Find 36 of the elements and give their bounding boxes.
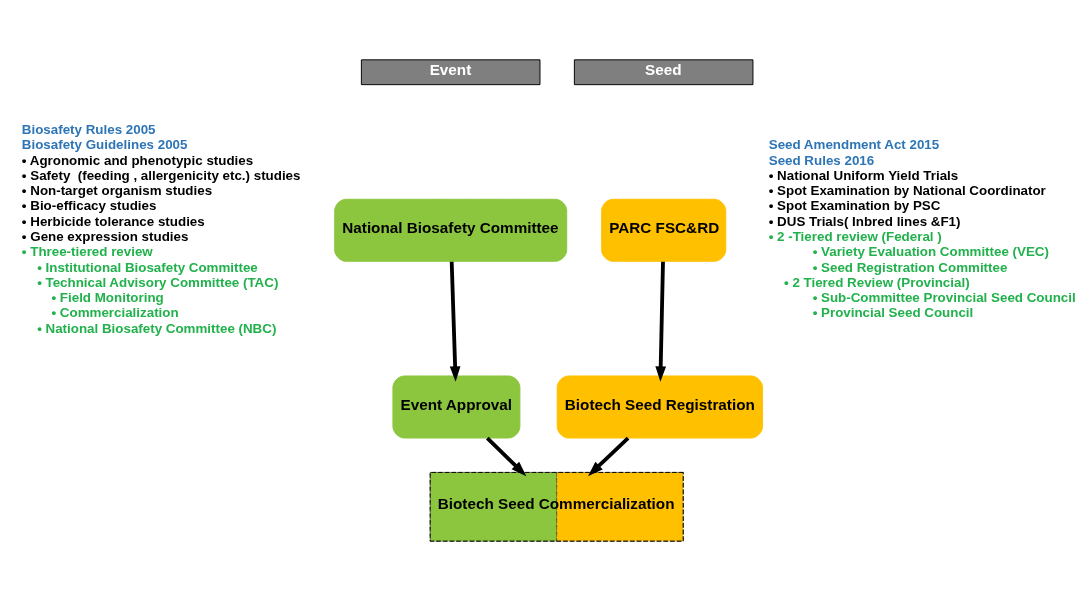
label: • Institutional Biosafety Committee: [37, 259, 258, 275]
label: • Spot Examination by National Coordinator: [768, 183, 1046, 199]
node-box: National Biosafety Committee: [334, 198, 568, 262]
node-box: Event: [360, 59, 541, 86]
node-box: Biotech Seed Registration: [556, 375, 763, 439]
label: • National Biosafety Committee (NBC): [37, 320, 277, 336]
label: • Gene expression studies: [21, 229, 189, 244]
label: • Technical Advisory Committee (TAC): [37, 274, 279, 290]
label: • Bio-efficacy studies: [21, 198, 157, 214]
label: Biosafety Rules 2005: [21, 122, 156, 138]
label: Seed Amendment Act 2015: [768, 137, 940, 153]
arrow: [587, 436, 630, 477]
arrow: [486, 436, 527, 477]
arrow: [449, 261, 461, 382]
label: • Provincial Seed Council: [812, 305, 974, 321]
node-box: Event Approval: [392, 375, 521, 439]
label: • DUS Trials( Inbred lines &F1): [768, 213, 961, 229]
label: • Commercialization: [51, 305, 179, 321]
label: • Field Monitoring: [51, 290, 164, 306]
label: Seed Rules 2016: [768, 152, 875, 168]
label: • Herbicide tolerance studies: [21, 213, 205, 229]
label: • 2 -Tiered review (Federal ): [768, 229, 942, 244]
node-box: PARC FSC&RD: [601, 198, 727, 262]
label: • Non-target organism studies: [21, 183, 213, 199]
node-box: Seed: [573, 59, 754, 86]
label: • Spot Examination by PSC: [768, 198, 941, 214]
label: Biosafety Guidelines 2005: [21, 137, 188, 153]
label: • Three-tiered review: [21, 244, 153, 260]
label: • National Uniform Yield Trials: [768, 167, 959, 183]
label: • Agronomic and phenotypic studies: [21, 152, 254, 168]
label: • 2 Tiered Review (Provincial): [784, 274, 970, 290]
arrow: [655, 261, 667, 382]
label: • Safety (feeding , allergenicity etc.) studies: [21, 167, 301, 183]
label: • Seed Registration Committee: [812, 259, 1008, 275]
label: • Variety Evaluation Committee (VEC): [812, 244, 1049, 260]
label: • Sub-Committee Provincial Seed Council: [812, 290, 1076, 306]
